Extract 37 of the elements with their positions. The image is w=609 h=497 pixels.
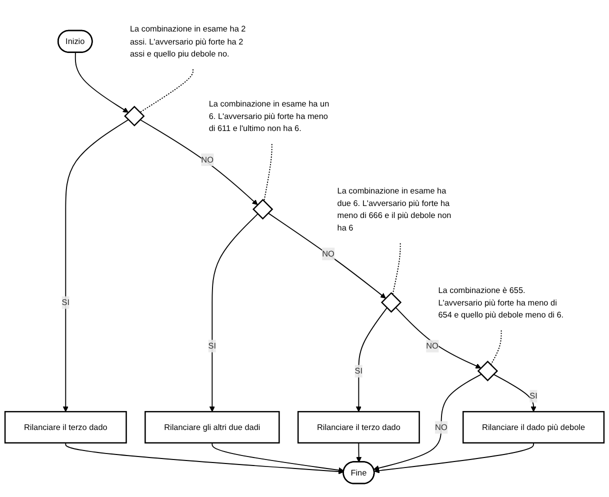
arrow (356, 442, 362, 462)
node-box: Rilanciare il dado più debole (462, 411, 605, 444)
arrow (62, 119, 129, 412)
edge-label: SI (208, 341, 216, 350)
node-diamond (477, 360, 498, 382)
arrow (212, 442, 344, 473)
arrow (356, 307, 388, 412)
arrow (140, 119, 258, 206)
node-diamond (124, 106, 145, 126)
arrow (65, 442, 344, 474)
node-box: Rilanciare il terzo dado (4, 411, 127, 444)
arrow (395, 306, 482, 368)
arrow (268, 212, 386, 298)
edge-label: NO (201, 154, 214, 164)
node-text: La combinazione è 655. L'avversario più forte ha meno di 654 e quello più debole meno di 6. (438, 285, 564, 320)
edge-label: NO (435, 422, 448, 432)
connector (139, 68, 194, 113)
edge-label: NO (426, 341, 438, 351)
node-text: La combinazione in esame ha un 6. L'avversario più forte ha meno di 611 e l'ultimo non ha 6. (208, 98, 330, 133)
node-text: La combinazione in esame ha 2 assi. L'avversario più forte ha 2 assi e quello piu debole no. (130, 24, 246, 58)
arrow (374, 442, 534, 474)
node-box: Rilanciare il terzo dado (297, 411, 420, 444)
edge-label: SI (354, 366, 363, 376)
node-diamond (380, 292, 402, 313)
connector (264, 144, 272, 202)
arrow (74, 52, 129, 113)
arrow (493, 374, 536, 412)
edge-label: SI (530, 391, 538, 401)
edge-label: SI (62, 298, 70, 307)
connector (392, 242, 401, 296)
node-diamond (252, 198, 274, 220)
edge-label: NO (322, 248, 334, 258)
node-text: La combinazione in esame ha due 6. L'avversario più forte ha meno di 666 e il più debole non ha 6 (337, 186, 452, 232)
node-box: Rilanciare gli altri due dadi (144, 411, 280, 444)
arrow (209, 213, 258, 412)
arrow (374, 374, 482, 471)
connector (490, 330, 502, 366)
